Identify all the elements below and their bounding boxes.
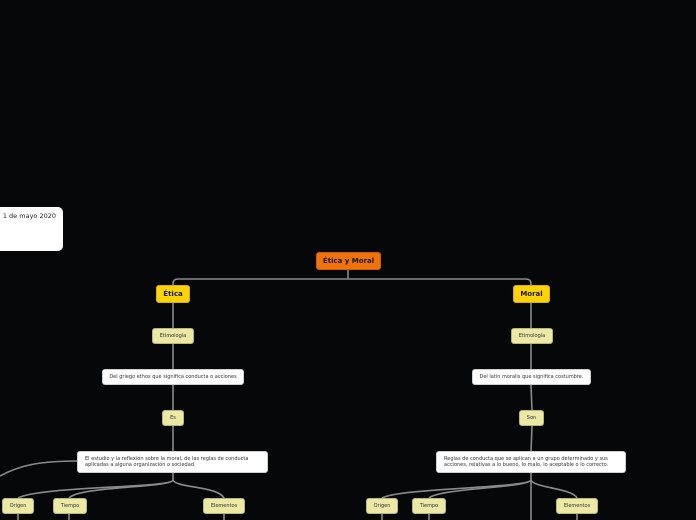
etica-definition-node[interactable]: El estudio y la reflexión sobre la moral… [77,451,268,473]
etica-elementos-node[interactable]: Elementos [203,498,245,514]
moral-definition-node[interactable]: Reglas de conducta que se aplican a un g… [436,451,626,473]
moral-definition-text: Reglas de conducta que se aplican a un g… [444,456,609,468]
moral-node[interactable]: Moral [513,285,550,303]
moral-label: Moral [520,290,543,298]
etica-etimologia-text-node[interactable]: Del griego ethos que significa conducta … [102,369,244,385]
etica-elementos-label: Elementos [210,503,238,509]
etica-origen-node[interactable]: Origen [2,498,34,514]
date-note-text: 1 de mayo 2020 [2,212,56,220]
moral-origen-node[interactable]: Origen [366,498,398,514]
moral-etimologia-label: Etimología [518,333,546,339]
root-label: Ética y Moral [322,257,375,265]
moral-etimologia-text-node[interactable]: Del latín moralis que significa costumbr… [472,369,591,385]
date-note[interactable]: 1 de mayo 2020 [0,207,63,251]
etica-etimologia-text: Del griego ethos que significa conducta … [109,374,237,380]
etica-label: Ética [163,290,183,298]
etica-es-label: Es [170,415,176,421]
etica-definition-text: El estudio y la reflexión sobre la moral… [85,456,249,468]
moral-etimologia-node[interactable]: Etimología [511,328,553,344]
root-node[interactable]: Ética y Moral [316,252,381,270]
moral-tiempo-label: Tiempo [419,503,439,509]
moral-origen-label: Origen [373,503,391,509]
etica-etimologia-node[interactable]: Etimología [152,328,194,344]
etica-es-node[interactable]: Es [162,410,184,426]
moral-tiempo-node[interactable]: Tiempo [412,498,446,514]
moral-elementos-label: Elementos [563,503,591,509]
moral-etimologia-text: Del latín moralis que significa costumbr… [479,374,584,380]
etica-tiempo-label: Tiempo [60,503,80,509]
etica-tiempo-node[interactable]: Tiempo [53,498,87,514]
etica-node[interactable]: Ética [156,285,190,303]
moral-son-node[interactable]: Son [519,410,544,426]
etica-origen-label: Origen [9,503,27,509]
moral-elementos-node[interactable]: Elementos [556,498,598,514]
etica-etimologia-label: Etimología [159,333,187,339]
moral-son-label: Son [526,415,537,421]
